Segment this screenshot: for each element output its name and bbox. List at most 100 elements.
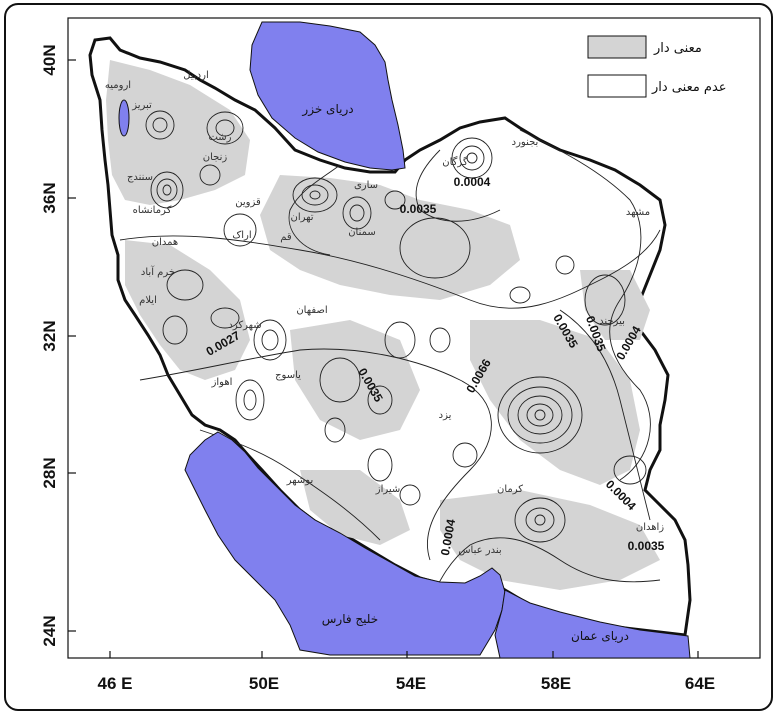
contour-ring (509, 286, 531, 304)
legend-label-not-significant: عدم معنی دار (651, 80, 727, 95)
contour-ring (235, 379, 265, 421)
city-label: بجنورد (512, 137, 539, 148)
contour-line (519, 129, 651, 481)
city-label: قزوین (235, 197, 261, 208)
city-label: سنندج (127, 172, 153, 183)
contour-ring (206, 111, 244, 145)
city-label: اصفهان (296, 305, 327, 316)
y-tick-label: 24N (40, 615, 59, 646)
contour-value-label: 0.0004 (454, 175, 491, 189)
sig-region-southeast (470, 320, 640, 485)
contour-ring (459, 145, 485, 171)
contour-line (139, 348, 492, 561)
contour-value-label: 0.0035 (628, 539, 665, 553)
y-tick-label: 28N (40, 457, 59, 488)
sig-region-northwest (106, 60, 250, 205)
contour-ring (309, 190, 321, 200)
water-bodies: دریای خزر خلیج فارس دریای عمان (118, 21, 691, 659)
contour-ring (534, 514, 546, 526)
city-label: سمنان (348, 227, 376, 238)
contour-ring (367, 385, 393, 415)
city-label: قم (280, 232, 292, 243)
y-axis-labels: 40N 36N 32N 28N 24N (40, 44, 59, 646)
contour-ring (162, 184, 172, 196)
legend-swatch-not-significant (587, 74, 647, 98)
contour-ring (215, 119, 235, 137)
contour-ring (429, 327, 451, 353)
city-label: زنجان (203, 152, 228, 163)
city-label: بندر عباس (458, 545, 501, 556)
city-label: ساری (354, 180, 378, 191)
city-label: بیرجند (599, 316, 625, 327)
city-label: مشهد (626, 207, 650, 218)
contour-value-label: 0.0004 (438, 518, 458, 557)
contour-ring (199, 164, 221, 186)
contour-ring (261, 329, 279, 351)
contour-line (119, 229, 661, 309)
significant-regions (106, 60, 660, 590)
contour-value-label: 0.0035 (400, 202, 437, 216)
city-label: یزد (439, 410, 452, 421)
contour-ring (152, 117, 168, 133)
contour-ring (150, 171, 184, 209)
contour-ring (497, 376, 583, 454)
x-axis (109, 651, 699, 658)
y-tick-label: 36N (40, 182, 59, 213)
legend-swatch-significant (587, 35, 647, 59)
contour-ring (342, 196, 372, 230)
plot-area-border (67, 17, 761, 659)
x-tick-label: 46 E (98, 674, 133, 693)
contour-ring (452, 442, 478, 468)
city-label: ارومیه (105, 80, 131, 91)
contour-ring (384, 190, 406, 210)
city-label: رشت (208, 132, 231, 143)
city-label: خرم آباد (141, 265, 175, 278)
contour-ring (253, 319, 287, 361)
contour-ring (145, 110, 175, 140)
x-tick-label: 54E (396, 674, 426, 693)
contour-ring (166, 269, 204, 301)
city-label: یاسوج (275, 370, 301, 381)
contour-line (559, 309, 651, 521)
contour-ring (507, 386, 573, 444)
contour-ring (319, 357, 361, 403)
persian-gulf-label: خلیج فارس (322, 612, 378, 627)
contour-ring (399, 484, 421, 506)
caspian-sea (249, 21, 406, 171)
contour-lines (119, 110, 661, 601)
contour-ring (514, 497, 566, 543)
contour-ring (243, 389, 257, 411)
x-tick-label: 64E (685, 674, 715, 693)
x-tick-label: 50E (249, 674, 279, 693)
city-label: اهواز (211, 377, 233, 388)
city-label: اردبیل (183, 70, 208, 81)
contour-ring (349, 204, 365, 222)
contour-ring (210, 307, 240, 329)
y-tick-label: 40N (40, 44, 59, 75)
oman-sea-label: دریای عمان (571, 629, 629, 644)
y-tick-label: 32N (40, 320, 59, 351)
contour-ring (156, 178, 178, 202)
contour-ring (324, 417, 346, 443)
contour-ring (301, 184, 329, 206)
x-tick-label: 58E (541, 674, 571, 693)
city-label: کرمانشاه (133, 205, 172, 216)
contour-ring (292, 177, 338, 213)
y-axis (68, 59, 76, 632)
city-label: شهرکرد (228, 320, 261, 331)
contour-ring (534, 409, 546, 421)
city-label: گرگان (442, 156, 468, 168)
contour-ring (584, 274, 626, 326)
contour-line (415, 149, 501, 222)
lake-urmia (118, 99, 130, 137)
city-label: زاهدان (636, 522, 664, 533)
sig-region-central-north (260, 175, 520, 300)
contour-ring (526, 403, 554, 427)
oman-sea (494, 589, 691, 659)
legend: معنی دار عدم معنی دار (587, 35, 727, 98)
city-label: ایلام (139, 295, 157, 306)
caspian-sea-label: دریای خزر (301, 102, 353, 117)
city-label: تبریز (131, 100, 152, 111)
legend-label-significant: معنی دار (653, 41, 702, 56)
x-axis-labels: 46 E 50E 54E 58E 64E (98, 674, 716, 693)
